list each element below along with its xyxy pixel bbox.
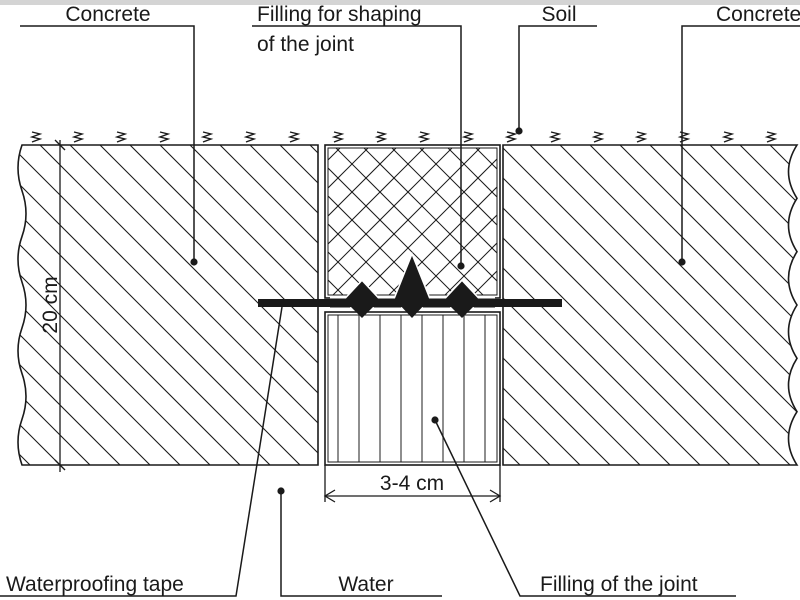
soil-mark — [417, 131, 431, 143]
label-filling-joint: Filling of the joint — [540, 573, 698, 596]
soil-mark — [243, 131, 257, 143]
label-filling-shaping-2: of the joint — [257, 33, 354, 56]
concrete-block-left — [17, 144, 319, 466]
soil-mark — [504, 131, 518, 143]
soil-mark — [331, 131, 345, 143]
soil-mark — [374, 131, 388, 143]
soil-mark — [71, 131, 85, 143]
soil-mark — [548, 131, 562, 143]
soil-mark — [287, 131, 301, 143]
dimension-joint-width — [323, 465, 502, 503]
soil-mark — [764, 131, 778, 143]
label-water: Water — [338, 573, 393, 596]
soil-mark — [200, 131, 214, 143]
label-concrete-left: Concrete — [65, 3, 150, 26]
dimension-label-width: 3-4 cm — [380, 472, 444, 495]
soil-surface-symbols — [29, 131, 778, 143]
soil-mark — [114, 131, 128, 143]
top-strip — [0, 0, 800, 5]
soil-mark — [591, 131, 605, 143]
label-concrete-right: Concrete — [716, 3, 800, 26]
waterproofing-tape — [258, 251, 562, 318]
soil-mark — [157, 131, 171, 143]
joint-filling — [324, 311, 501, 466]
soil-mark — [29, 131, 43, 143]
soil-mark — [721, 131, 735, 143]
label-soil: Soil — [541, 3, 576, 26]
dimension-label-thickness: 20 cm — [39, 276, 62, 333]
soil-mark — [677, 131, 691, 143]
dimension-slab-thickness — [54, 139, 66, 472]
leader-lines — [0, 25, 800, 597]
leader-dots — [190, 127, 686, 495]
soil-mark — [634, 131, 648, 143]
label-waterproofing-tape: Waterproofing tape — [6, 573, 184, 596]
soil-mark — [461, 131, 475, 143]
label-filling-shaping-1: Filling for shaping — [257, 3, 422, 26]
